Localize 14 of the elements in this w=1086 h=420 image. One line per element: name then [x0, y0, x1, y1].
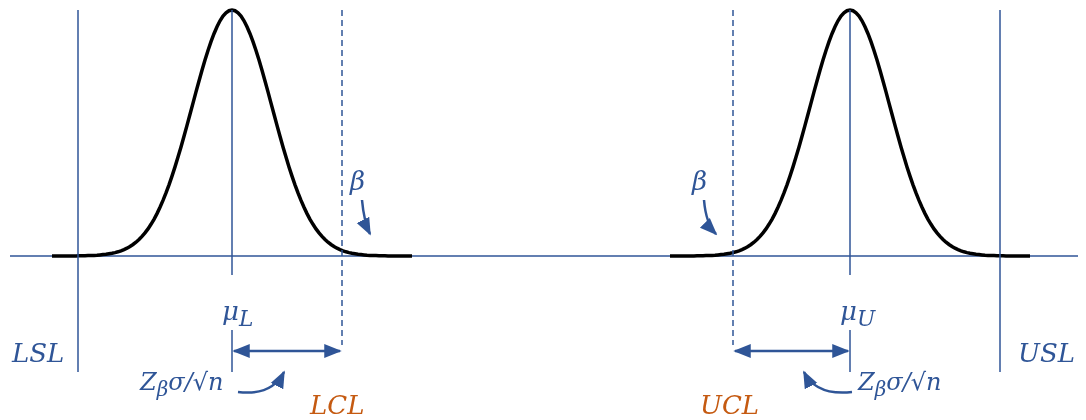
limit-label: UCL [700, 392, 760, 418]
limit-label: LSL [12, 340, 65, 366]
beta-label: β [692, 168, 708, 194]
mean-label: μ$_{U}$ [840, 298, 876, 330]
leader-line [700, 199, 718, 236]
shift-formula: Z$_{β}$σ/√n [140, 370, 224, 399]
shift-formula: Z$_{β}$σ/√n [858, 370, 942, 399]
beta-label: β [350, 168, 366, 194]
leader-line [356, 199, 372, 236]
leader-line [802, 370, 853, 394]
limit-label: LCL [310, 392, 365, 418]
mean-label: μ$_{L}$ [222, 298, 254, 330]
limit-label: USL [1018, 340, 1075, 366]
leader-line [237, 370, 286, 394]
